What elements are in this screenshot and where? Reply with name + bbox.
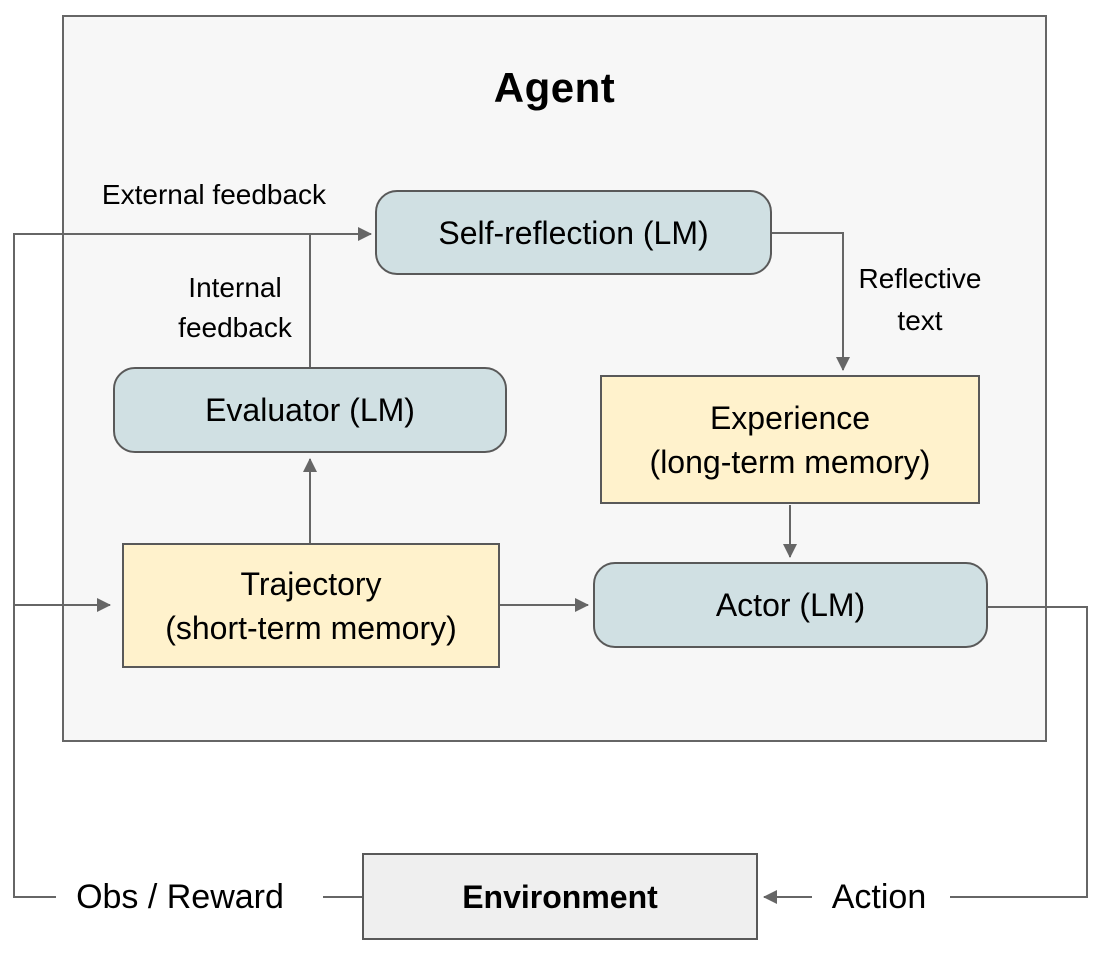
node-trajectory-label-line1: Trajectory (240, 565, 382, 602)
node-evaluator-label: Evaluator (LM) (205, 392, 415, 428)
edge-label-reflective-text: Reflective text (858, 263, 982, 336)
agent-title: Agent (493, 64, 616, 111)
node-trajectory: Trajectory (short-term memory) (122, 543, 500, 668)
node-experience-label-line1: Experience (709, 399, 871, 436)
node-actor-label: Actor (LM) (715, 587, 866, 623)
edge-label-obs-reward: Obs / Reward (76, 878, 284, 916)
edge-label-external-feedback: External feedback (101, 179, 327, 210)
node-self-reflection-label: Self-reflection (LM) (438, 214, 709, 251)
node-self-reflection: Self-reflection (LM) (375, 190, 772, 275)
node-environment: Environment (362, 853, 758, 940)
node-experience: Experience (long-term memory) (600, 375, 980, 504)
node-trajectory-label-line2: (short-term memory) (165, 609, 457, 646)
node-experience-label-line2: (long-term memory) (649, 443, 931, 480)
node-actor: Actor (LM) (593, 562, 988, 648)
node-evaluator: Evaluator (LM) (113, 367, 507, 453)
edge-label-internal-feedback: Internal feedback (178, 272, 292, 343)
node-environment-label: Environment (462, 878, 658, 915)
edge-label-action: Action (831, 878, 927, 916)
